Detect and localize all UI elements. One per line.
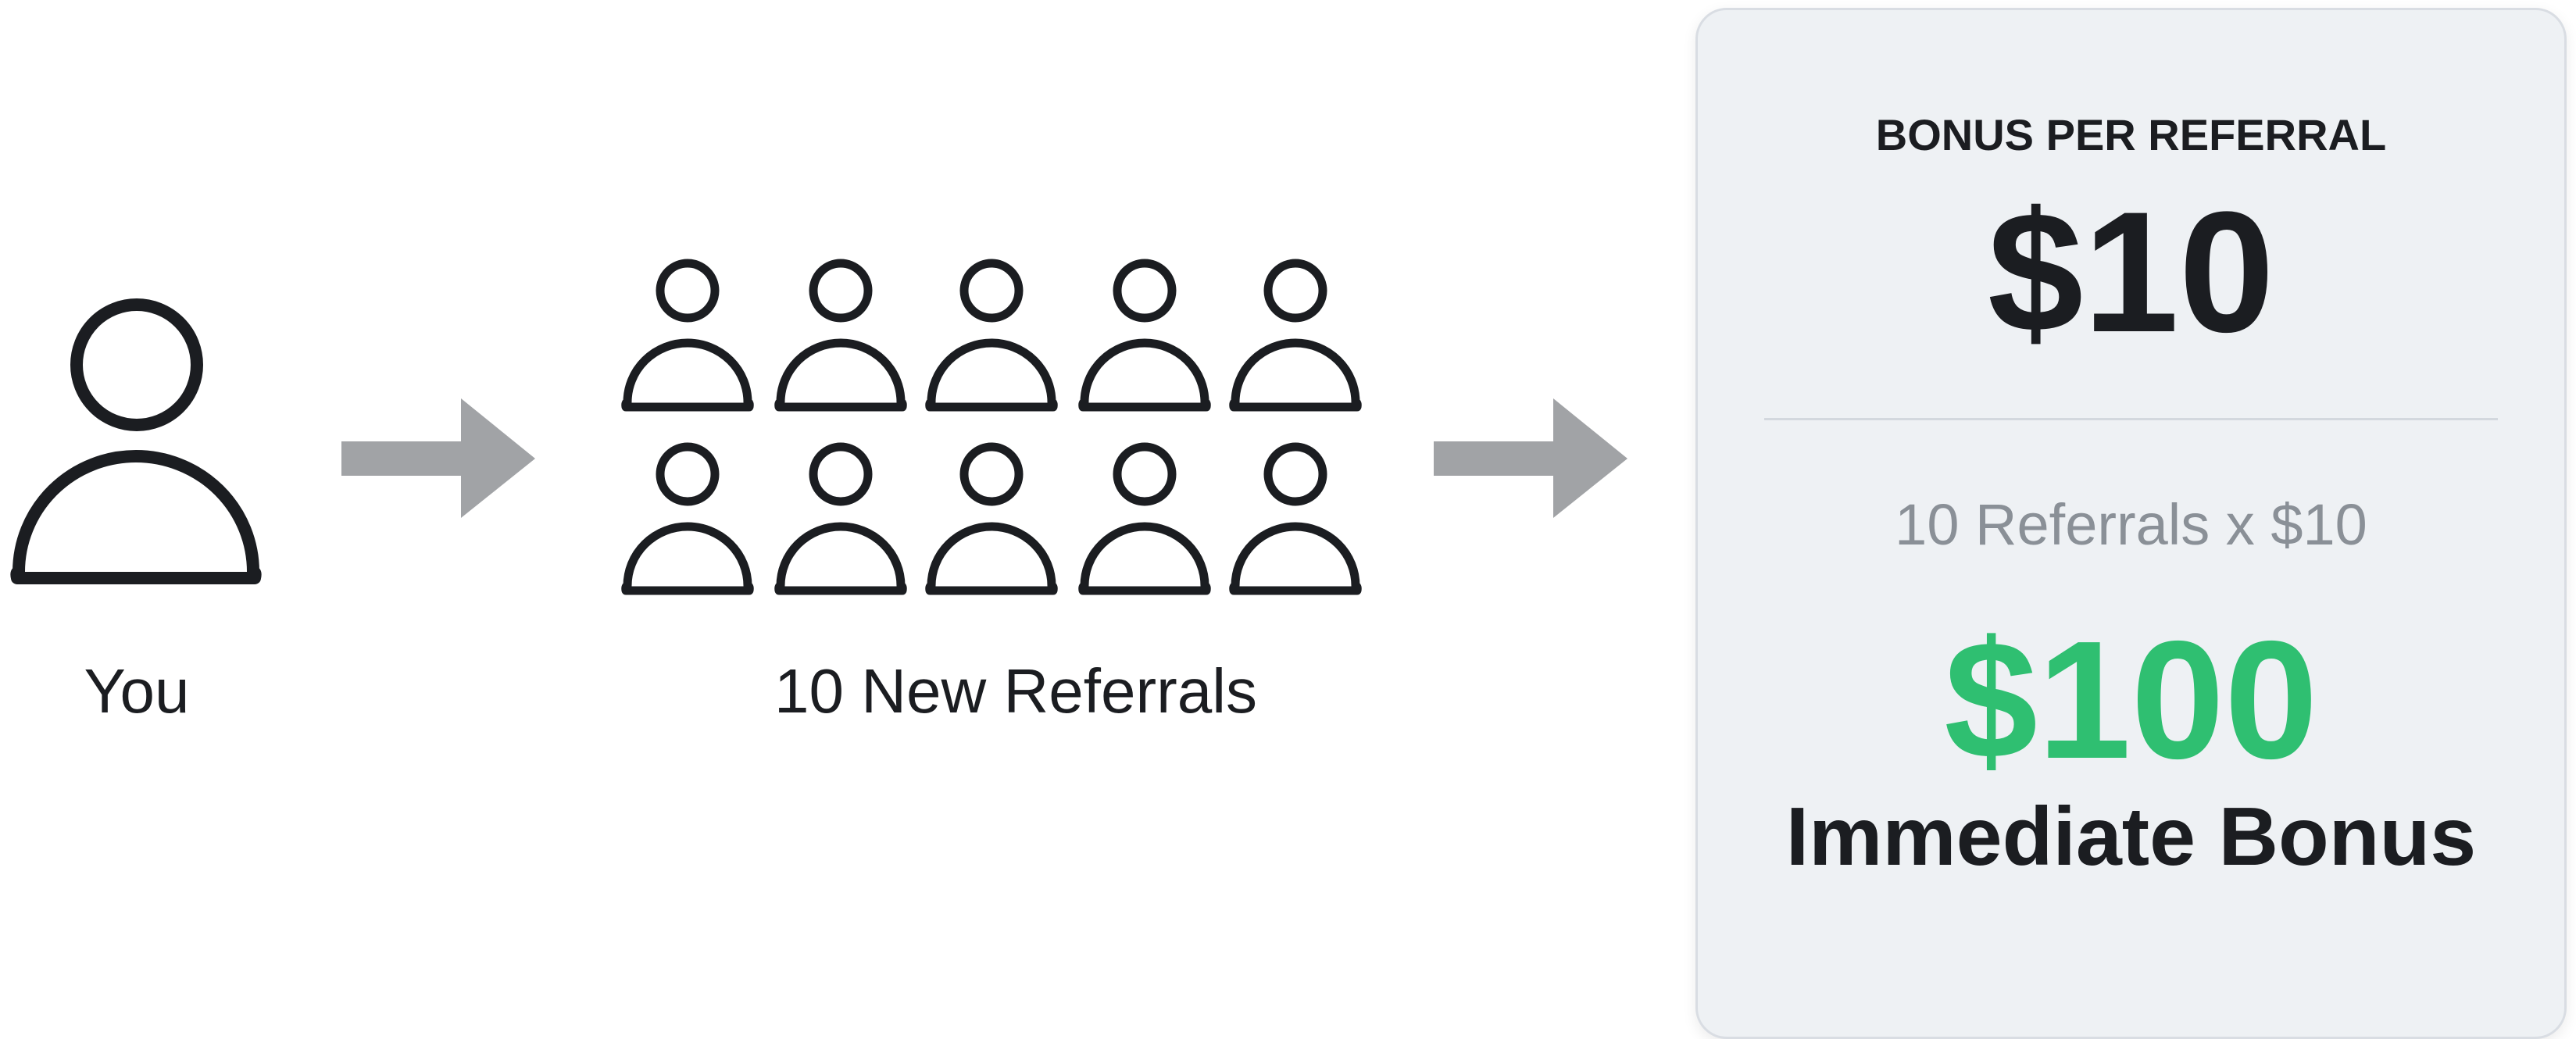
bonus-per-referral-amount: $10 <box>1987 176 2275 368</box>
referral-person-icon <box>774 442 907 595</box>
referral-people-grid <box>621 259 1362 595</box>
card-divider <box>1764 418 2498 420</box>
bonus-calculation: 10 Referrals x $10 <box>1895 492 2367 557</box>
total-bonus-amount: $100 <box>1944 605 2318 794</box>
referrals-label: 10 New Referrals <box>774 656 1257 726</box>
referral-person-icon <box>1078 442 1211 595</box>
you-label: You <box>84 656 190 726</box>
referral-person-icon <box>621 259 754 412</box>
referral-person-icon <box>774 259 907 412</box>
bonus-per-referral-heading: BONUS PER REFERRAL <box>1875 110 2387 159</box>
referral-person-icon <box>925 442 1058 595</box>
you-person-icon <box>10 298 262 584</box>
referral-person-icon <box>1229 442 1362 595</box>
arrow-right-icon <box>341 398 535 518</box>
referral-person-icon <box>1229 259 1362 412</box>
immediate-bonus-label: Immediate Bonus <box>1785 791 2477 883</box>
bonus-card: BONUS PER REFERRAL $10 10 Referrals x $1… <box>1695 8 2567 1039</box>
referral-person-icon <box>621 442 754 595</box>
referral-flow-canvas <box>10 259 1627 595</box>
referral-person-icon <box>925 259 1058 412</box>
arrow-right-icon <box>1434 398 1627 518</box>
referral-person-icon <box>1078 259 1211 412</box>
